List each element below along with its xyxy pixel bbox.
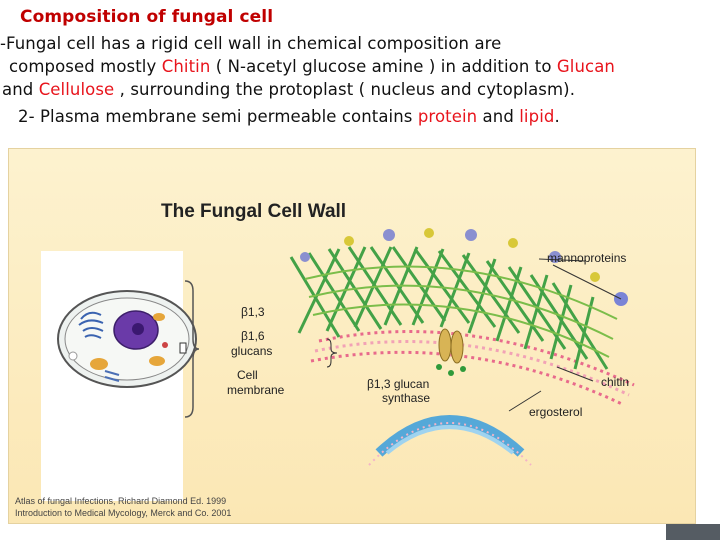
label-cell: Cell xyxy=(237,368,258,382)
para1-line3-pre: and xyxy=(2,80,39,99)
figure-caption-2: Introduction to Medical Mycology, Merck … xyxy=(15,508,231,519)
whole-cell-drawing xyxy=(41,251,199,501)
para2-post: . xyxy=(554,107,559,126)
slide-heading: Composition of fungal cell xyxy=(20,6,273,28)
cell-wall-illustration xyxy=(9,149,695,523)
slide-corner-tab xyxy=(666,524,720,540)
para1-line3-post: , surrounding the protoplast ( nucleus a… xyxy=(114,80,575,99)
label-membrane: membrane xyxy=(227,383,284,397)
label-chitin: chitin xyxy=(601,375,629,389)
label-glucans: glucans xyxy=(231,344,272,358)
label-mannoproteins: mannoproteins xyxy=(547,251,626,265)
term-chitin: Chitin xyxy=(162,57,211,76)
term-protein: protein xyxy=(418,107,477,126)
label-beta16: β1,6 xyxy=(241,329,265,343)
para2-pre: 2- Plasma membrane semi permeable contai… xyxy=(18,107,418,126)
term-glucan: Glucan xyxy=(557,57,615,76)
para2-line: 2- Plasma membrane semi permeable contai… xyxy=(18,106,560,128)
para1-line1-text: -Fungal cell has a rigid cell wall in ch… xyxy=(0,34,501,53)
lower-organelle xyxy=(369,420,531,465)
para1-line2-pre: composed mostly xyxy=(9,57,162,76)
label-beta13: β1,3 xyxy=(241,305,265,319)
figure-caption-1: Atlas of fungal Infections, Richard Diam… xyxy=(15,496,226,507)
label-ergosterol: ergosterol xyxy=(529,405,582,419)
label-synthase: synthase xyxy=(382,391,430,405)
para1-line1: -Fungal cell has a rigid cell wall in ch… xyxy=(0,33,501,55)
cell-membrane xyxy=(311,332,634,405)
fungal-cell-wall-figure: The Fungal Cell Wall xyxy=(8,148,696,524)
term-lipid: lipid xyxy=(519,107,554,126)
term-cellulose: Cellulose xyxy=(39,80,115,99)
glucan-synthase xyxy=(436,329,466,376)
para1-line2-mid: ( N-acetyl glucose amine ) in addition t… xyxy=(210,57,557,76)
para2-mid: and xyxy=(477,107,519,126)
label-glucan-synthase: β1,3 glucan xyxy=(367,377,429,391)
para1-line3: and Cellulose , surrounding the protopla… xyxy=(2,79,575,101)
para1-line2: composed mostly Chitin ( N-acetyl glucos… xyxy=(9,56,615,78)
